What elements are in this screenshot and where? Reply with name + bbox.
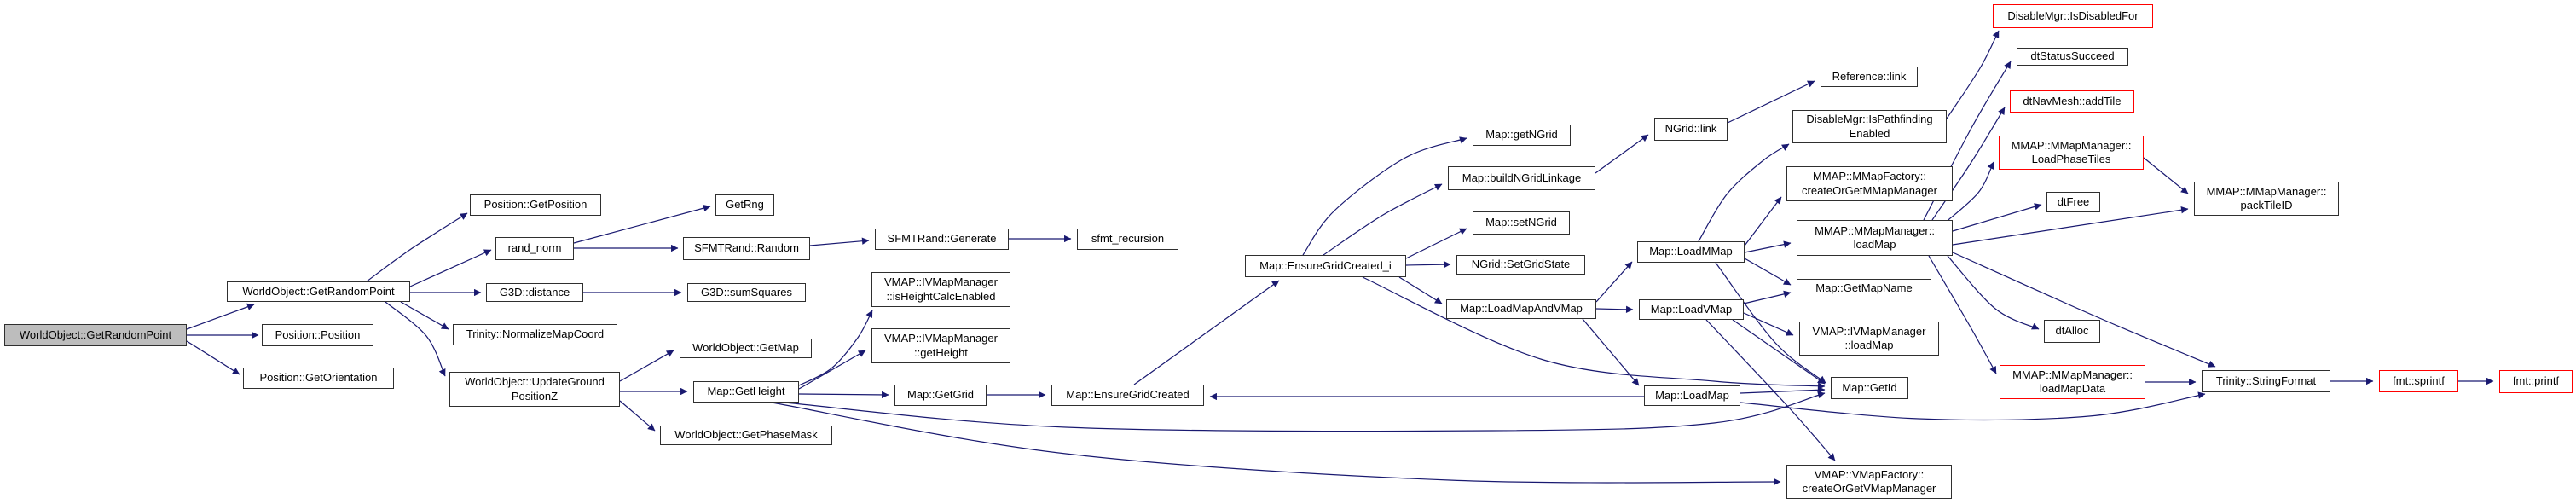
edge-rand-norm-to-getrng <box>573 205 711 244</box>
node-map-setngrid[interactable]: Map::setNGrid <box>1473 211 1570 235</box>
node-worldobject-getmap[interactable]: WorldObject::GetMap <box>680 339 812 358</box>
edge-ensuregridcreated-i-to-buildngridlinkage <box>1323 183 1443 256</box>
edge-map-loadmmap-to-map-getmapname <box>1744 258 1792 286</box>
edge-root-to-getrandompoint2 <box>186 303 255 330</box>
node-sfmt-recursion[interactable]: sfmt_recursion <box>1077 229 1178 250</box>
node-ispathfindingenabled[interactable]: DisableMgr::IsPathfinding Enabled <box>1792 110 1947 143</box>
node-buildngridlinkage[interactable]: Map::buildNGridLinkage <box>1448 166 1595 190</box>
edge-ensuregridcreated-i-to-loadmapandvmap <box>1398 276 1443 304</box>
node-loadmapandvmap[interactable]: Map::LoadMapAndVMap <box>1446 299 1596 319</box>
node-mmapmanager-loadmap[interactable]: MMAP::MMapManager:: loadMap <box>1797 220 1953 256</box>
node-dtstatussucceed[interactable]: dtStatusSucceed <box>2017 48 2128 66</box>
edge-map-loadmmap-to-mmapmanager-loadmap <box>1744 240 1792 253</box>
node-g3d-distance[interactable]: G3D::distance <box>486 283 583 302</box>
node-g3d-sumsquares[interactable]: G3D::sumSquares <box>687 283 806 302</box>
edge-ispathfindingenabled-to-isdisabledfor <box>1946 30 2000 119</box>
edge-mmapmanager-loadmap-to-packtileid <box>1952 206 2189 246</box>
node-dtalloc[interactable]: dtAlloc <box>2044 320 2100 343</box>
node-loadmapdata[interactable]: MMAP::MMapManager:: loadMapData <box>2000 365 2145 399</box>
node-map-getid[interactable]: Map::GetId <box>1831 377 1908 399</box>
node-getrng[interactable]: GetRng <box>715 194 774 216</box>
edge-loadphasetiles-to-packtileid <box>2143 157 2189 194</box>
edge-getrandompoint2-to-normalizemapcoord <box>400 301 449 330</box>
edge-map-loadvmap-to-ivmapmanager-loadmap <box>1743 312 1794 336</box>
edge-map-loadmmap-to-ispathfindingenabled <box>1698 143 1790 242</box>
node-loadphasetiles[interactable]: MMAP::MMapManager:: LoadPhaseTiles <box>1999 136 2144 170</box>
edge-updategroundpositionz-to-getphasemask <box>619 400 656 432</box>
edge-map-getheight-to-map-getid <box>784 391 1826 432</box>
edge-mmapmanager-loadmap-to-stringformat <box>1952 252 2216 368</box>
edges-group <box>186 30 2494 486</box>
edge-mmapmanager-loadmap-to-loadmapdata <box>1928 255 1997 374</box>
edge-map-getheight-to-map-getgrid <box>798 391 889 399</box>
node-isheightcalcenabled[interactable]: VMAP::IVMapManager ::isHeightCalcEnabled <box>871 272 1010 307</box>
edge-mmapmanager-loadmap-to-dtfree <box>1952 203 2042 232</box>
node-sfmtrand-random[interactable]: SFMTRand::Random <box>683 237 810 260</box>
edge-loadmapandvmap-to-map-loadmmap <box>1595 261 1633 303</box>
edge-map-loadmap-to-map-getid <box>1740 386 1826 394</box>
node-getrandompoint2[interactable]: WorldObject::GetRandomPoint <box>227 281 410 302</box>
node-map-getgrid[interactable]: Map::GetGrid <box>894 385 987 406</box>
node-ensuregridcreated-i[interactable]: Map::EnsureGridCreated_i <box>1245 255 1406 277</box>
edge-map-loadvmap-to-map-getid <box>1732 319 1826 385</box>
node-reference-link[interactable]: Reference::link <box>1821 67 1918 87</box>
node-updategroundpositionz[interactable]: WorldObject::UpdateGround PositionZ <box>449 372 620 407</box>
edge-map-loadmmap-to-mmapfactory <box>1744 196 1782 246</box>
edge-map-getheight-to-ivmap-getheight <box>798 350 866 390</box>
node-map-getmapname[interactable]: Map::GetMapName <box>1797 279 1931 298</box>
node-fmt-printf[interactable]: fmt::printf <box>2499 370 2573 393</box>
edge-map-loadvmap-to-map-getmapname <box>1743 290 1792 304</box>
edge-getrandompoint2-to-updategroundpositionz <box>385 301 446 377</box>
node-ivmap-getheight[interactable]: VMAP::IVMapManager ::getHeight <box>871 328 1010 363</box>
edge-ensuregridcreated-to-ensuregridcreated-i <box>1133 280 1280 385</box>
edge-ensuregridcreated-i-to-map-getngrid <box>1302 136 1467 256</box>
node-sfmtrand-generate[interactable]: SFMTRand::Generate <box>875 229 1009 250</box>
edge-loadmapandvmap-to-map-loadvmap <box>1595 305 1634 314</box>
node-getphasemask[interactable]: WorldObject::GetPhaseMask <box>660 426 832 445</box>
node-position-position[interactable]: Position::Position <box>262 324 373 346</box>
node-map-loadmmap[interactable]: Map::LoadMMap <box>1637 241 1745 263</box>
edge-loadmapandvmap-to-map-loadmap <box>1582 318 1640 386</box>
node-map-getheight[interactable]: Map::GetHeight <box>693 381 799 403</box>
edge-ensuregridcreated-i-to-map-setngrid <box>1405 228 1467 259</box>
edge-map-loadmap-to-stringformat <box>1740 391 2206 421</box>
edge-ensuregridcreated-i-to-ngrid-setgridstate <box>1405 260 1451 269</box>
edge-buildngridlinkage-to-ngrid-link <box>1595 134 1649 174</box>
edge-updategroundpositionz-to-worldobject-getmap <box>619 350 674 382</box>
node-normalizemapcoord[interactable]: Trinity::NormalizeMapCoord <box>453 324 617 345</box>
edge-mmapmanager-loadmap-to-dtnavmesh-addtile <box>1931 107 2006 221</box>
node-map-getngrid[interactable]: Map::getNGrid <box>1473 125 1571 146</box>
edge-map-loadmmap-to-map-getid <box>1715 262 1826 384</box>
node-dtnavmesh-addtile[interactable]: dtNavMesh::addTile <box>2010 90 2134 113</box>
node-isdisabledfor[interactable]: DisableMgr::IsDisabledFor <box>1993 4 2153 28</box>
node-stringformat[interactable]: Trinity::StringFormat <box>2202 370 2330 392</box>
edge-mmapmanager-loadmap-to-dtalloc <box>1947 255 2040 330</box>
node-getorientation[interactable]: Position::GetOrientation <box>243 368 394 389</box>
edge-getrandompoint2-to-rand-norm <box>409 249 492 287</box>
edge-mmapmanager-loadmap-to-loadphasetiles <box>1943 161 1994 224</box>
node-ngrid-setgridstate[interactable]: NGrid::SetGridState <box>1456 255 1585 275</box>
node-fmt-sprintf[interactable]: fmt::sprintf <box>2379 370 2458 392</box>
node-mmapfactory[interactable]: MMAP::MMapFactory:: createOrGetMMapManag… <box>1786 166 1953 201</box>
node-map-loadvmap[interactable]: Map::LoadVMap <box>1639 299 1744 320</box>
node-packtileid[interactable]: MMAP::MMapManager:: packTileID <box>2194 182 2339 216</box>
edge-root-to-getorientation <box>186 340 240 375</box>
edge-getrandompoint2-to-getposition <box>366 212 468 282</box>
node-ivmapmanager-loadmap[interactable]: VMAP::IVMapManager ::loadMap <box>1799 322 1939 356</box>
node-vmapfactory[interactable]: VMAP::VMapFactory:: createOrGetVMapManag… <box>1786 465 1952 499</box>
node-dtfree[interactable]: dtFree <box>2046 192 2100 212</box>
node-rand-norm[interactable]: rand_norm <box>495 237 574 260</box>
edge-map-getheight-to-isheightcalcenabled <box>798 310 873 386</box>
node-ensuregridcreated[interactable]: Map::EnsureGridCreated <box>1051 385 1204 406</box>
node-getposition[interactable]: Position::GetPosition <box>470 194 601 216</box>
node-root: WorldObject::GetRandomPoint <box>4 324 187 346</box>
node-ngrid-link[interactable]: NGrid::link <box>1654 118 1728 141</box>
node-map-loadmap[interactable]: Map::LoadMap <box>1644 385 1740 406</box>
edge-map-getheight-to-vmapfactory <box>771 402 1781 486</box>
edge-sfmtrand-random-to-sfmtrand-generate <box>809 237 870 246</box>
edge-ngrid-link-to-reference-link <box>1727 80 1815 124</box>
